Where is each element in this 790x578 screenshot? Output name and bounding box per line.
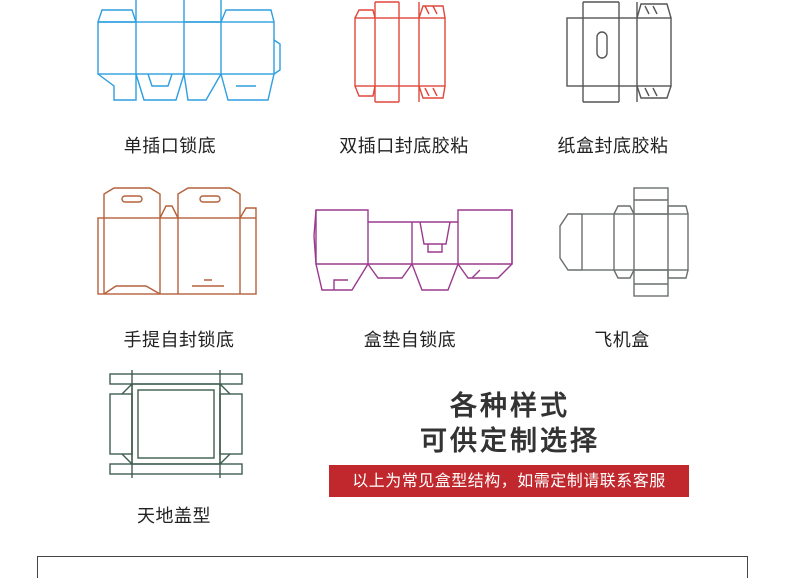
item-label-single-tuck: 单插口锁底 [123,136,217,157]
lid-and-base-box-diagram [109,370,243,478]
mailer-box-diagram [559,187,689,297]
item-label-mailer-box: 飞机盒 [594,330,650,351]
item-label-carton-glued: 纸盒封底胶粘 [557,136,669,157]
item-label-double-tuck: 双插口封底胶粘 [339,136,469,157]
carton-glued-bottom-diagram [566,1,672,103]
item-label-handle-box: 手提自封锁底 [123,330,235,351]
double-tuck-glued-bottom-diagram [354,1,446,103]
custom-contact-banner: 以上为常见盒型结构，如需定制请联系客服 [329,465,689,497]
headline-line-1: 各种样式 [450,391,570,422]
headline-line-2: 可供定制选择 [420,426,600,457]
item-label-tray-box: 盒垫自锁底 [363,330,457,351]
handle-self-lock-bottom-diagram [97,187,257,295]
next-section-frame [37,556,748,578]
item-label-lid-base-box: 天地盖型 [137,506,211,527]
single-tuck-lock-bottom-diagram [97,0,281,101]
tray-self-lock-bottom-diagram [313,209,513,291]
